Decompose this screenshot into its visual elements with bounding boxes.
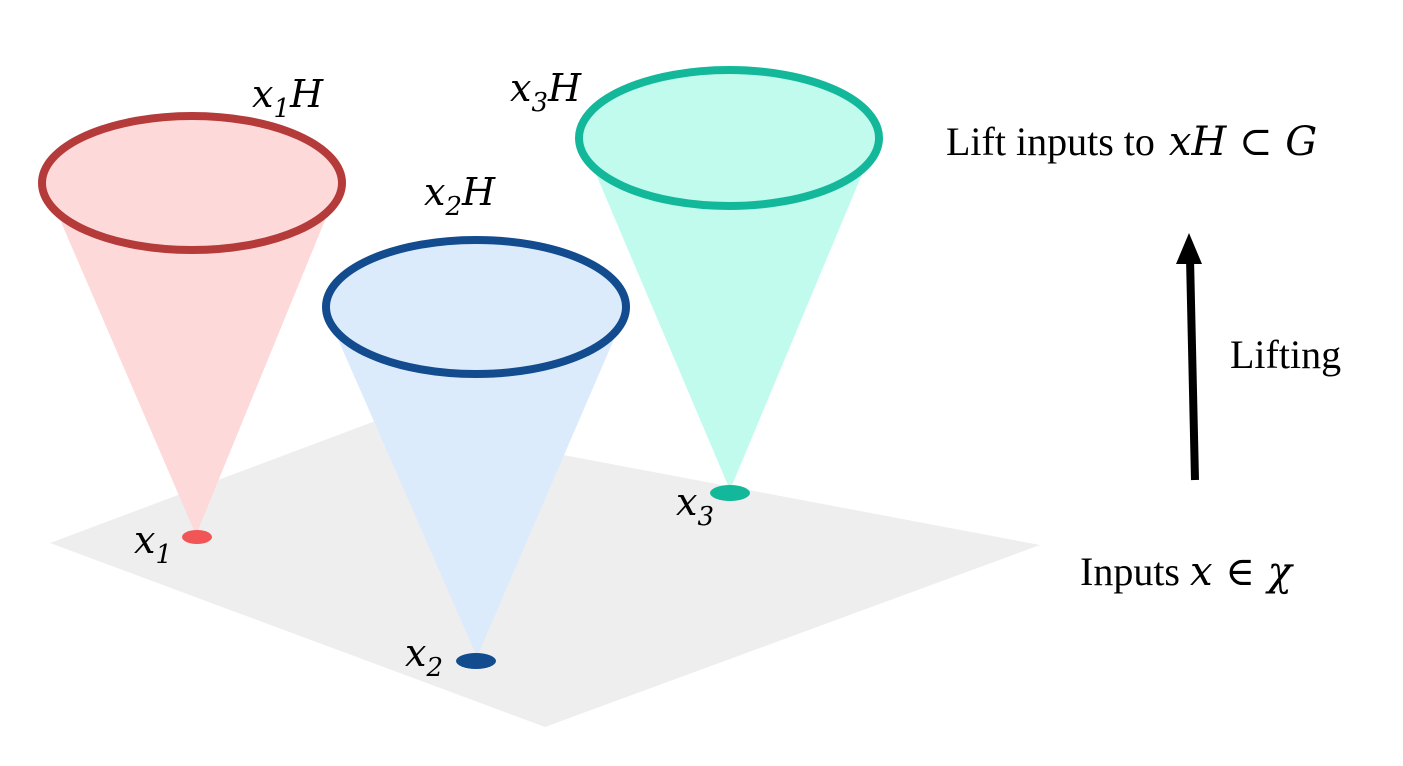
cone-1-rim (38, 112, 346, 254)
coset-cone-2 (322, 236, 630, 669)
input-point-1 (182, 530, 212, 544)
coset-cone-3 (575, 66, 883, 501)
coset-cone-1 (38, 112, 346, 544)
coset-label-2: x2H (424, 170, 496, 222)
input-point-3 (710, 485, 750, 501)
lifting-arrow-head (1176, 233, 1202, 264)
input-point-2 (456, 653, 496, 669)
cone-3-body (590, 160, 868, 490)
cone-3-rim (575, 66, 883, 210)
coset-label-3: x3H (510, 66, 582, 118)
cone-2-rim (322, 236, 630, 378)
lifting-arrow-shaft (1186, 257, 1199, 481)
input-plane (50, 420, 1040, 727)
input-label-1: x1 (134, 518, 172, 570)
cone-1-body (55, 208, 330, 535)
cone-2-body (334, 330, 618, 657)
coset-label-1: x1H (252, 72, 324, 124)
input-label-3: x3 (676, 480, 714, 532)
input-label-2: x2 (405, 631, 443, 683)
lifting-label: Lifting (1230, 332, 1341, 377)
